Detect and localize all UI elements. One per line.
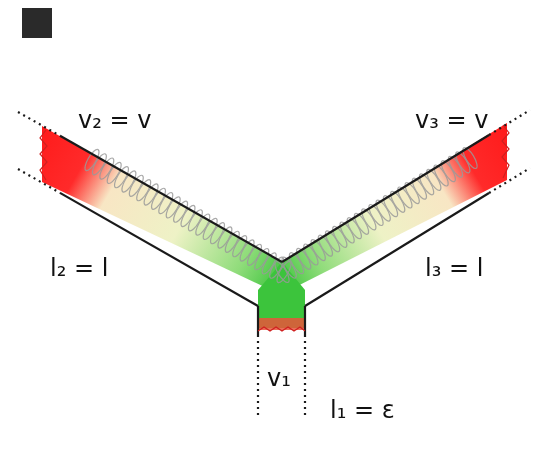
coil-winding xyxy=(112,165,131,190)
spring-coils xyxy=(82,146,479,285)
coil-winding xyxy=(280,255,299,280)
coil-winding xyxy=(301,242,320,267)
coil-winding xyxy=(330,225,349,250)
coil-winding xyxy=(294,246,313,271)
coil-winding xyxy=(345,216,364,241)
marker-square xyxy=(22,8,52,38)
coil-winding xyxy=(164,195,183,220)
quantity-label: v₃ = v xyxy=(415,108,488,132)
coil-winding xyxy=(316,233,335,258)
coil-winding xyxy=(149,186,168,211)
coil-winding xyxy=(431,163,450,188)
right-arm-fill xyxy=(258,123,507,306)
coil-winding xyxy=(388,189,407,214)
coil-winding xyxy=(105,161,124,186)
coil-winding xyxy=(374,198,393,223)
coil-winding xyxy=(97,156,116,181)
coil-winding xyxy=(272,260,291,285)
coil-winding xyxy=(460,146,479,171)
coil-winding xyxy=(309,238,328,263)
coil-winding xyxy=(366,203,385,228)
coil-winding xyxy=(142,182,161,207)
coil-winding xyxy=(417,172,436,197)
coil-winding xyxy=(171,199,190,224)
coil-winding xyxy=(134,178,153,203)
coil-winding xyxy=(403,181,422,206)
left-arm-fill xyxy=(42,126,305,306)
coil-winding xyxy=(323,229,342,254)
stem-plug xyxy=(258,318,305,330)
coil-winding xyxy=(453,150,472,175)
coil-winding xyxy=(439,159,458,184)
quantity-label: v₁ xyxy=(267,366,291,390)
coil-winding xyxy=(127,173,146,198)
coil-winding xyxy=(119,169,138,194)
coil-winding xyxy=(156,191,175,216)
coil-winding xyxy=(90,152,109,177)
coil-winding xyxy=(359,207,378,232)
coil-winding xyxy=(446,154,465,179)
quantity-label: v₂ = v xyxy=(78,108,151,132)
coil-winding xyxy=(352,211,371,236)
tube-walls xyxy=(60,135,489,335)
tube-continuation xyxy=(18,110,530,418)
plug-edges xyxy=(40,125,509,331)
coil-winding xyxy=(287,251,306,276)
quantity-label: l₂ = l xyxy=(50,256,108,280)
coil-winding xyxy=(424,168,443,193)
coil-winding xyxy=(337,220,356,245)
coil-winding xyxy=(381,194,400,219)
quantity-label: l₁ = ε xyxy=(330,398,395,422)
coil-winding xyxy=(395,185,414,210)
coil-winding xyxy=(410,176,429,201)
quantity-label: l₃ = l xyxy=(425,256,483,280)
